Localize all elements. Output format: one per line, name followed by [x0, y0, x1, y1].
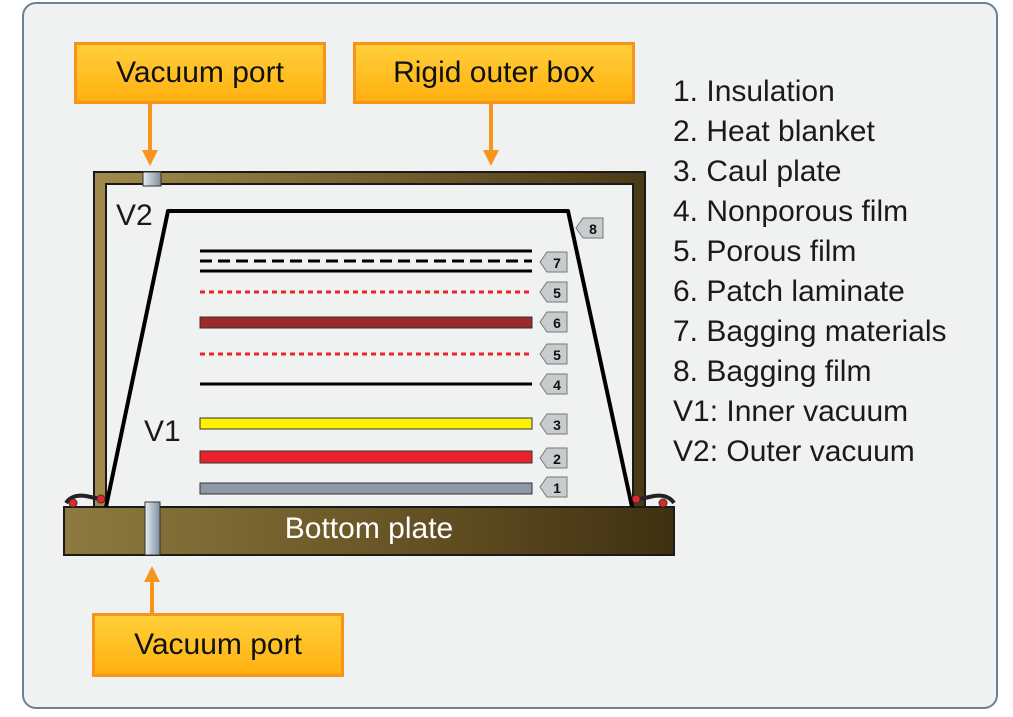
- tag-2: 2: [539, 447, 568, 469]
- legend-item: 6. Patch laminate: [673, 275, 905, 308]
- tag-8: 8: [575, 217, 604, 239]
- bottom-plate: [63, 506, 675, 556]
- tag-6: 6: [539, 311, 568, 333]
- tag-7: 7: [539, 251, 568, 273]
- top-vacuum-port-fitting: [142, 171, 162, 187]
- legend-item: 3. Caul plate: [673, 155, 842, 188]
- legend-item: 4. Nonporous film: [673, 195, 909, 228]
- legend-item: V1: Inner vacuum: [673, 395, 909, 428]
- bottom-plate-label: Bottom plate: [284, 512, 454, 545]
- arrow-rigid-outer-box: [483, 103, 499, 166]
- bagging-film: [104, 209, 634, 508]
- tag-3: 3: [539, 413, 568, 435]
- tag-5: 5: [539, 281, 568, 303]
- legend-item: 2. Heat blanket: [673, 115, 875, 148]
- legend: 1. Insulation 2. Heat blanket 3. Caul pl…: [673, 72, 947, 472]
- insulation: [199, 482, 533, 495]
- tag-5: 5: [539, 343, 568, 365]
- callout-vacuum-port-top: Vacuum port: [74, 42, 326, 104]
- v1-label: V1: [144, 415, 181, 448]
- seal-dot: [68, 498, 78, 508]
- legend-item: 1. Insulation: [673, 75, 835, 108]
- seal-dot: [631, 494, 641, 504]
- seal-dot: [658, 498, 668, 508]
- seal-dot: [96, 494, 106, 504]
- svg-text:7: 7: [553, 255, 561, 271]
- callout-rigid-outer-box: Rigid outer box: [353, 42, 635, 104]
- tag-1: 1: [539, 476, 568, 498]
- v2-label: V2: [116, 199, 153, 232]
- seal-right: [639, 493, 676, 505]
- svg-text:3: 3: [553, 417, 561, 433]
- arrow-vacuum-port-top: [142, 103, 158, 166]
- arrow-vacuum-port-bottom: [144, 566, 160, 613]
- svg-text:1: 1: [553, 480, 561, 496]
- svg-text:6: 6: [553, 315, 561, 331]
- svg-text:8: 8: [589, 221, 597, 237]
- svg-text:4: 4: [553, 377, 561, 393]
- legend-item: 8. Bagging film: [673, 355, 872, 388]
- legend-item: 5. Porous film: [673, 235, 857, 268]
- legend-item: V2: Outer vacuum: [673, 435, 915, 468]
- patch-laminate: [199, 316, 533, 329]
- tag-4: 4: [539, 373, 568, 395]
- callout-vacuum-port-bottom: Vacuum port: [92, 613, 344, 677]
- svg-text:2: 2: [553, 451, 561, 467]
- bottom-vacuum-port-fitting: [144, 501, 161, 556]
- legend-item: 7. Bagging materials: [673, 315, 947, 348]
- heat-blanket: [199, 450, 533, 464]
- caul-plate: [199, 417, 533, 430]
- seal-left: [64, 493, 101, 505]
- svg-text:5: 5: [553, 347, 561, 363]
- svg-text:5: 5: [553, 285, 561, 301]
